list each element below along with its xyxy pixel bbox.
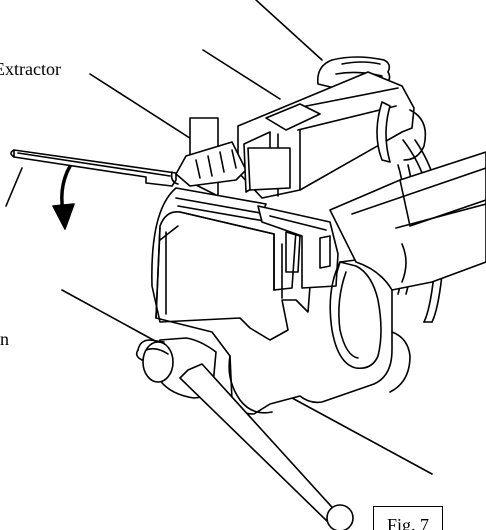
rotation-arrow-icon — [52, 158, 76, 230]
leader-line-drill — [202, 49, 281, 100]
bench-vise — [135, 151, 486, 530]
extractor-tool — [10, 149, 177, 187]
figure-caption-box: Fig. 7 — [373, 506, 443, 530]
leader-line-partial — [61, 289, 169, 349]
leader-line-extractor — [89, 73, 197, 143]
extractor-label: Extractor — [0, 59, 61, 79]
drill-body — [170, 56, 445, 323]
figure-caption: Fig. 7 — [386, 515, 429, 530]
leader-line-left — [5, 167, 23, 207]
partial-label: n — [0, 329, 9, 349]
leader-line-hand — [255, 0, 323, 61]
leader-line-base — [269, 385, 433, 475]
